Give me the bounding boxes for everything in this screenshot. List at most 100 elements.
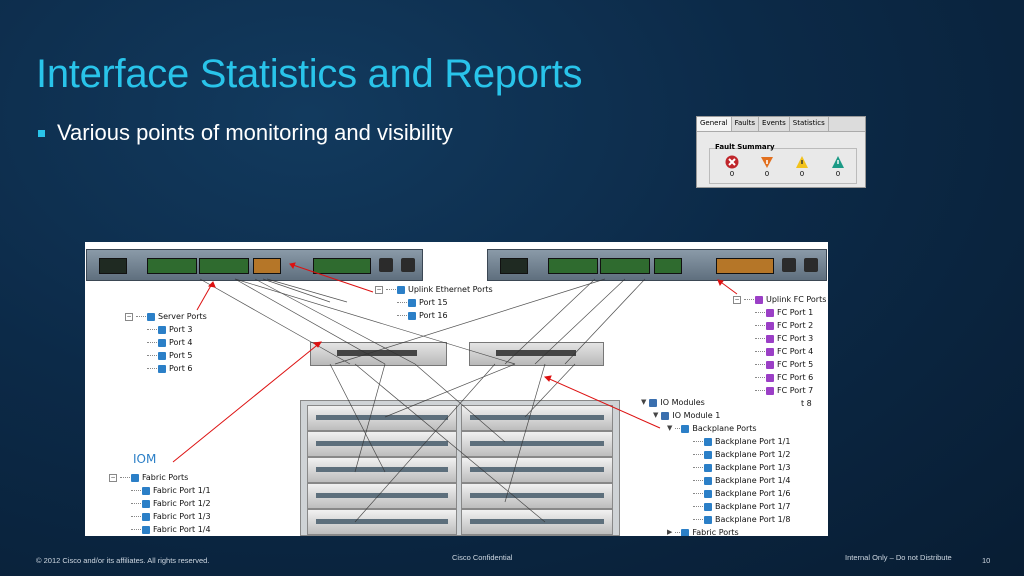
port-icon [142,499,150,508]
port-icon [704,437,712,446]
io-module-icon [661,411,670,420]
server-ports-tree: −Server Ports Port 3 Port 4 Port 5 Port … [125,310,207,375]
tree-item[interactable]: Backplane Port 1/2 [641,448,790,461]
tree-item[interactable]: FC Port 2 [733,319,826,332]
fault-panel-tabs: General Faults Events Statistics [697,117,865,132]
tree-header[interactable]: −Uplink Ethernet Ports [375,283,493,296]
collapsed-arrow-icon[interactable]: ▶ [667,528,673,536]
tab-events[interactable]: Events [759,117,790,131]
expand-arrow-icon[interactable]: ▼ [641,398,647,406]
expand-arrow-icon[interactable]: ▼ [653,411,659,419]
uplink-fc-label: Uplink FC Ports [766,295,827,304]
tree-item[interactable]: Backplane Port 1/3 [641,461,790,474]
power-supply-icon [401,258,415,272]
tree-item[interactable]: Backplane Port 1/7 [641,500,790,513]
tree-item[interactable]: Port 3 [125,323,207,336]
tree-item[interactable]: Backplane Port 1/6 [641,487,790,500]
port-icon [408,311,416,320]
uplink-ethernet-tree: −Uplink Ethernet Ports Port 15 Port 16 [375,283,493,322]
tree-item[interactable]: Fabric Port 1/3 [109,510,211,523]
fabric-port-label: Fabric Port 1/1 [153,486,211,495]
blade-server [461,483,613,509]
minor-count: 0 [799,170,805,178]
tree-item[interactable]: FC Port 7 [733,384,826,397]
warning-triangle-icon [832,156,844,168]
fault-summary-panel: General Faults Events Statistics Fault S… [696,116,866,188]
tree-item[interactable]: Backplane Port 1/1 [641,435,790,448]
blade-server [461,431,613,457]
tree-item[interactable]: Backplane Port 1/8 [641,513,790,526]
tab-statistics[interactable]: Statistics [790,117,829,131]
collapse-icon[interactable]: − [733,295,741,304]
collapse-icon[interactable]: − [109,473,117,482]
uplink-fc-tree: − Uplink FC Ports FC Port 1 FC Port 2 FC … [733,293,826,410]
tree-item[interactable]: Backplane Port 1/4 [641,474,790,487]
critical-fault[interactable]: 0 [722,155,742,178]
tree-header[interactable]: ▼IO Modules [641,396,790,409]
port-group-icon [131,473,139,482]
blade-server [461,405,613,431]
tree-item[interactable]: Fabric Port 1/2 [109,497,211,510]
tree-item[interactable]: Port 16 [375,309,493,322]
tree-item[interactable]: FC Port 5 [733,358,826,371]
tree-item[interactable]: Port 5 [125,349,207,362]
port-icon [704,515,712,524]
fc-port-label: FC Port 6 [777,373,814,382]
mgmt-ports [99,258,127,274]
minor-fault[interactable]: 0 [792,155,812,178]
tree-item[interactable]: ▶Fabric Ports [641,526,790,536]
slide-title: Interface Statistics and Reports [36,52,583,96]
port-group-uplink [654,258,682,274]
fabric-port-label: Fabric Port 1/2 [153,499,211,508]
port-icon [142,525,150,534]
footer-copyright: © 2012 Cisco and/or its affiliates. All … [36,556,210,565]
fc-port-partial-label: t 8 [801,399,812,408]
warning-fault[interactable]: 0 [828,155,848,178]
port-icon [408,298,416,307]
fc-port-icon [766,360,774,369]
fc-port-label: FC Port 2 [777,321,814,330]
collapse-icon[interactable]: − [375,285,383,294]
tree-item[interactable]: ▼IO Module 1 [641,409,790,422]
blade-server [307,457,457,483]
port-group-fc [716,258,774,274]
port-label: Port 6 [169,364,193,373]
fc-port-label: FC Port 7 [777,386,814,395]
fabric-ports-label: Fabric Ports [142,473,189,482]
tree-item[interactable]: ▼ Backplane Ports [641,422,790,435]
port-group-2 [600,258,650,274]
tree-item[interactable]: Port 6 [125,362,207,375]
tree-item[interactable]: FC Port 1 [733,306,826,319]
critical-count: 0 [729,170,735,178]
tree-header[interactable]: −Server Ports [125,310,207,323]
fc-port-icon [766,308,774,317]
port-label: Port 15 [419,298,448,307]
tree-item[interactable]: Fabric Port 1/1 [109,484,211,497]
port-icon [158,351,166,360]
power-supply-icon [804,258,818,272]
power-supply-icon [782,258,796,272]
expand-arrow-icon[interactable]: ▼ [667,424,673,432]
tree-header[interactable]: − Uplink FC Ports [733,293,826,306]
backplane-ports-label: Backplane Ports [692,424,757,433]
collapse-icon[interactable]: − [125,312,133,321]
tree-item[interactable]: FC Port 6 [733,371,826,384]
tab-faults[interactable]: Faults [732,117,760,131]
tree-header[interactable]: − Fabric Ports [109,471,211,484]
port-group-1 [147,258,197,274]
tree-item[interactable]: Port 4 [125,336,207,349]
major-down-triangle-icon [761,157,773,168]
blade-server [307,431,457,457]
tree-item[interactable]: Fabric Port 1/4 [109,523,211,536]
critical-x-icon [725,155,739,169]
blade-server [461,509,613,535]
port-group-icon [681,424,690,433]
port-group-3 [313,258,371,274]
tree-item[interactable]: FC Port 4 [733,345,826,358]
tab-general[interactable]: General [697,117,732,131]
tree-item[interactable]: Port 15 [375,296,493,309]
tree-item[interactable]: FC Port 3 [733,332,826,345]
minor-warning-icon [796,156,808,168]
major-fault[interactable]: 0 [757,155,777,178]
io-modules-icon [649,398,658,407]
